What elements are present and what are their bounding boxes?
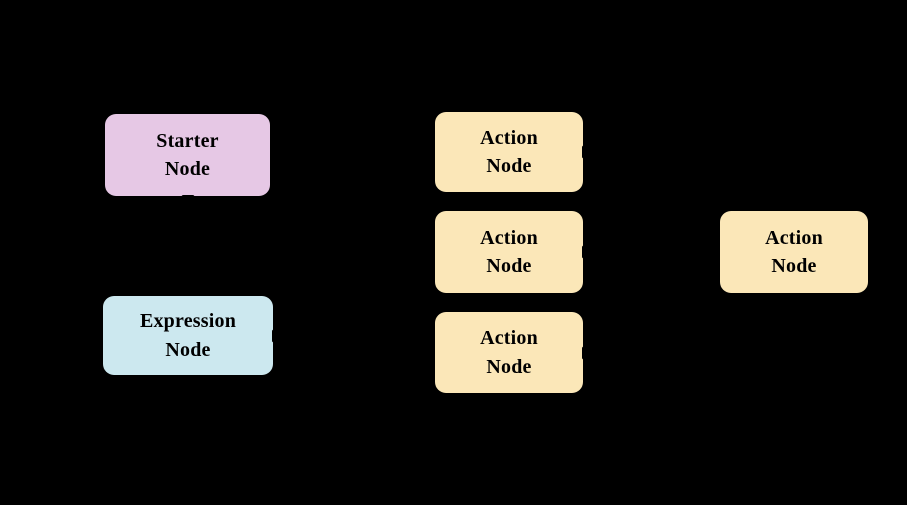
expression-node[interactable]: Expression Node	[103, 296, 277, 375]
starter-node-port-bottom[interactable]	[181, 195, 194, 200]
action-node-1[interactable]: Action Node	[435, 112, 587, 192]
action-node-4[interactable]: Action Node	[720, 211, 868, 293]
expression-node-port-right[interactable]	[272, 329, 277, 342]
action-node-2-label: Action Node	[480, 226, 538, 277]
starter-node[interactable]: Starter Node	[105, 114, 270, 200]
edge-expression-to-action-3	[272, 334, 436, 354]
action-node-4-label: Action Node	[765, 226, 823, 277]
edge-starter-to-expression	[186, 195, 189, 297]
starter-node-label: Starter Node	[156, 129, 219, 180]
action-node-3-port-right[interactable]	[582, 346, 587, 359]
action-node-1-port-right[interactable]	[582, 145, 587, 159]
expression-node-label: Expression Node	[139, 310, 237, 361]
edge-expression-to-action-1	[272, 151, 436, 337]
action-node-2[interactable]: Action Node	[435, 211, 587, 293]
action-node-1-label: Action Node	[480, 126, 538, 177]
action-node-3-label: Action Node	[480, 327, 538, 378]
action-node-2-port-right[interactable]	[582, 245, 587, 259]
action-node-3[interactable]: Action Node	[435, 312, 587, 393]
edge-expression-to-action-2	[272, 251, 436, 337]
